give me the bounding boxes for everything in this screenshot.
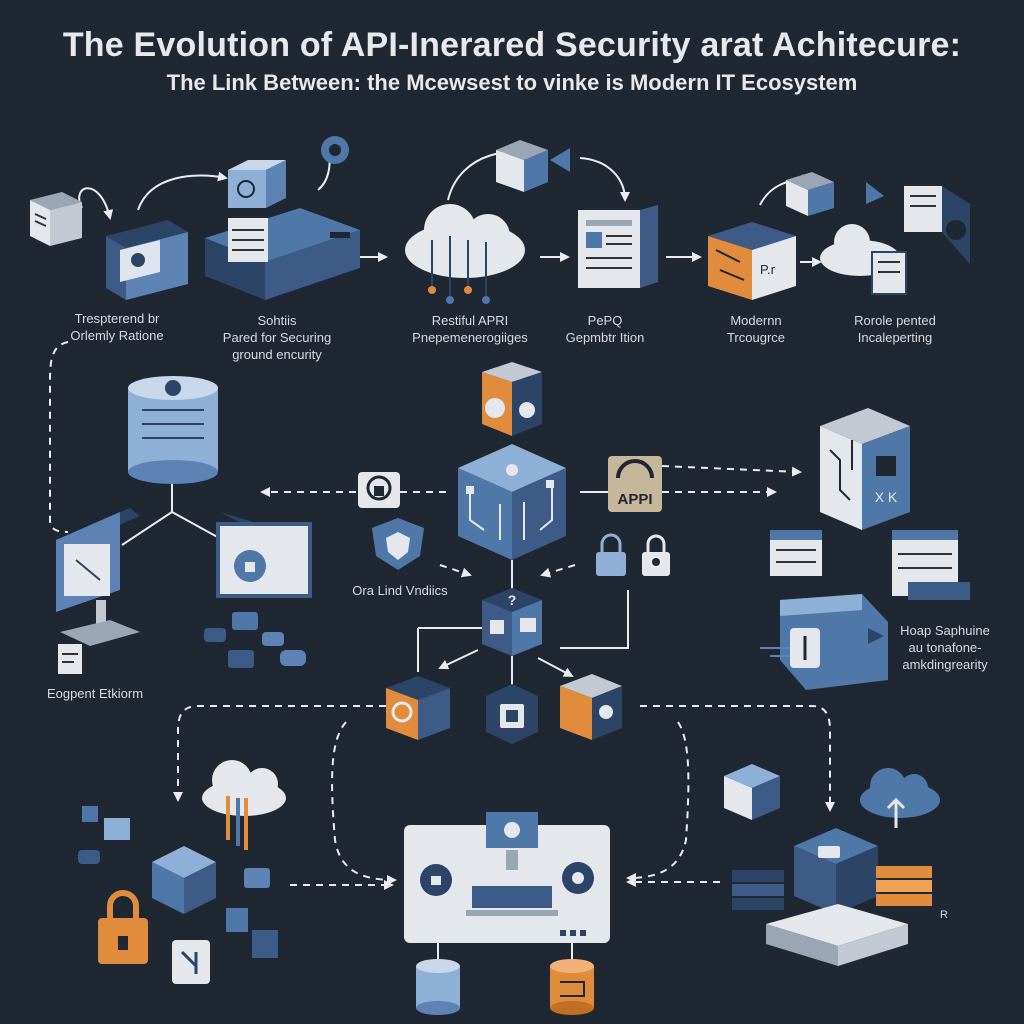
left-monitor-icon (56, 508, 140, 646)
diagram-title: The Evolution of API-Inerared Security a… (62, 26, 962, 64)
diagram-subtitle: The Link Between: the Mcewsest to vinke … (166, 70, 858, 95)
label-left-bottom: Eogpent Etkiorm (46, 686, 144, 701)
svg-text:?: ? (508, 592, 517, 608)
connectors (49, 149, 835, 962)
right-server-cube-icon: X K (820, 408, 910, 530)
top-document-icon (30, 192, 82, 246)
cube-text: X K (875, 489, 898, 505)
central-cube-icon (458, 444, 566, 560)
shield-icon (372, 518, 424, 570)
bottom-left-blocks (78, 806, 278, 984)
right-server-stack (770, 530, 970, 600)
top-small-document-icon (496, 140, 570, 192)
right-projector-icon (760, 594, 888, 690)
left-document-icon (58, 644, 82, 674)
laptop-panel-icon (404, 812, 610, 943)
top-orange-pod: P.r (708, 222, 796, 300)
lower-hex-cubes (386, 674, 622, 744)
lock-monitor-icon (216, 512, 312, 598)
top-webpage-panel (578, 205, 658, 288)
bottom-left-cloud-icon (202, 760, 286, 850)
api-badge-text: APPI (617, 491, 652, 508)
label-center-left: Ora Lind Vndiics (352, 583, 448, 598)
orange-lock-icon (98, 890, 148, 964)
top-right-cloud-icon (820, 224, 907, 295)
api-badge-icon: APPI (608, 456, 662, 512)
database-icon (128, 376, 218, 484)
pod-text: P.r (760, 262, 776, 277)
mini-text: R (940, 909, 948, 921)
top-right-docs (786, 172, 970, 264)
orange-cube-icon (482, 362, 542, 436)
top-server-machine (205, 160, 360, 300)
lock-badge-icon (358, 472, 400, 508)
small-blocks (204, 612, 306, 668)
top-cloud-icon (405, 204, 525, 304)
top-lock-monitor (106, 220, 188, 300)
lock-pair-icon (596, 533, 670, 576)
gear-icon (321, 136, 349, 164)
bottom-right-cluster: R (724, 764, 948, 966)
bottom-cylinders (416, 959, 594, 1015)
question-cube-icon: ? (482, 588, 542, 656)
